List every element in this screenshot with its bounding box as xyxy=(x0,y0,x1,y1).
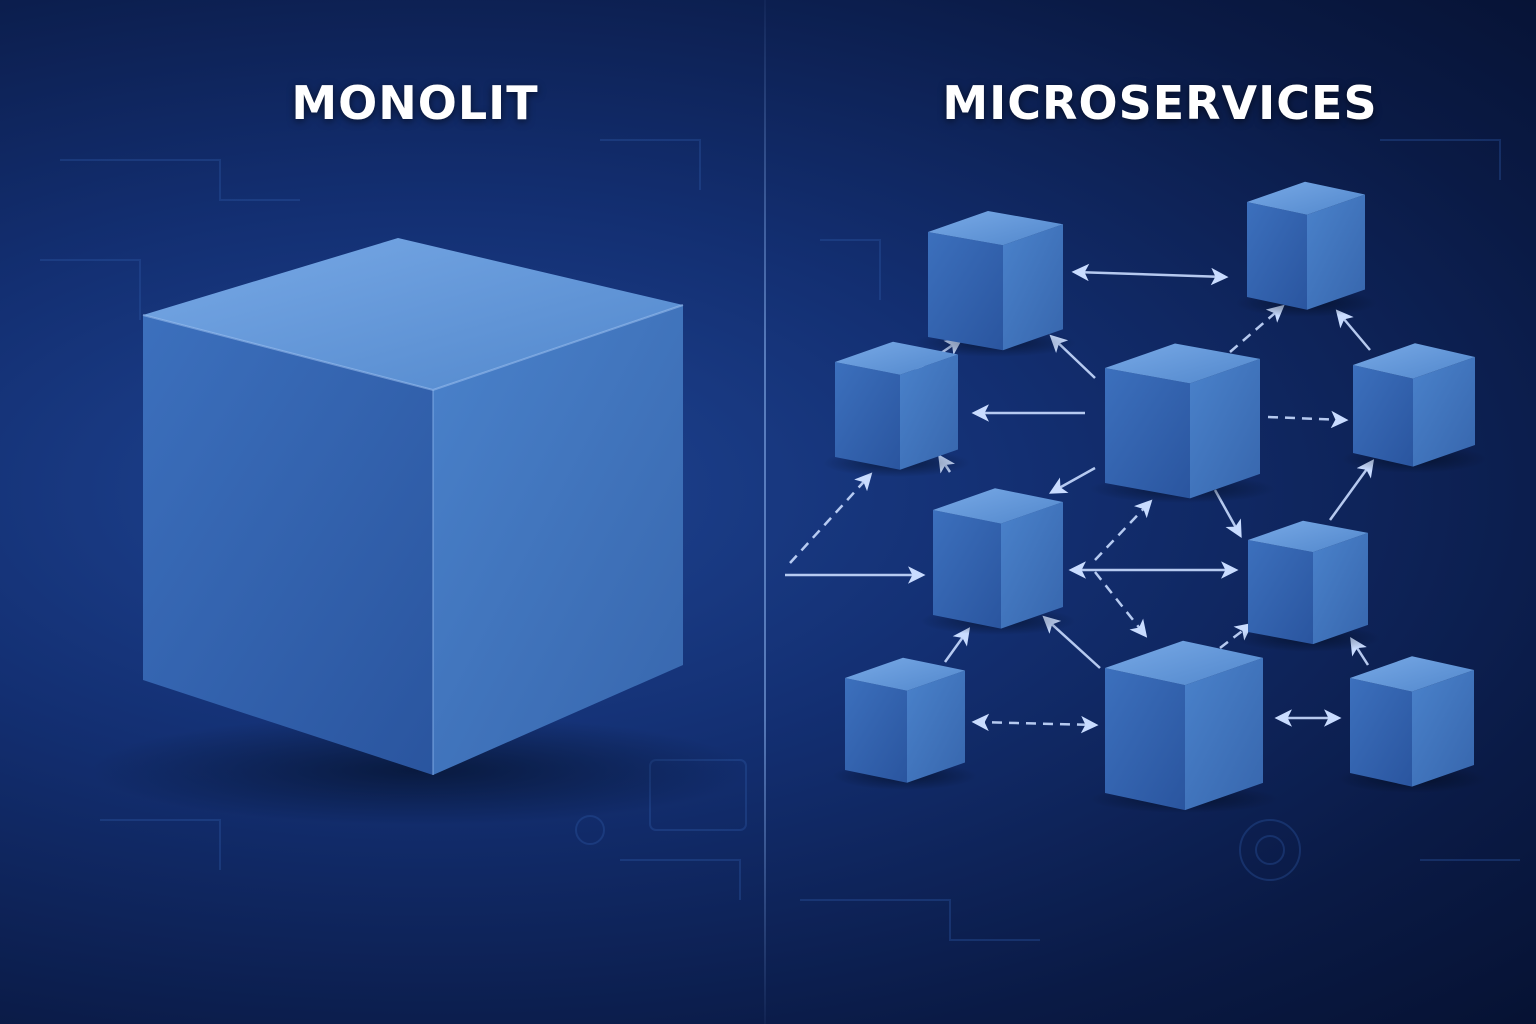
service-cube-front xyxy=(1248,540,1313,645)
service-cube-side xyxy=(900,354,958,470)
service-cube-front xyxy=(1353,365,1413,467)
connection-arrow xyxy=(1219,622,1253,649)
connection-arrow xyxy=(1328,459,1375,521)
service-cube-front xyxy=(928,232,1003,351)
service-cube-front xyxy=(933,510,1001,629)
connection-arrow xyxy=(1048,466,1096,494)
service-cube-top xyxy=(1353,343,1475,379)
service-cube-front xyxy=(835,362,900,470)
service-cube-top xyxy=(845,657,965,691)
connection-arrow xyxy=(1071,263,1229,286)
connection-arrow xyxy=(971,713,1099,734)
service-cube-top xyxy=(1350,656,1474,692)
service-cube xyxy=(1337,656,1487,793)
service-cube-front xyxy=(1105,368,1190,499)
service-cube-side xyxy=(1307,194,1365,310)
monolith-cube-front xyxy=(143,315,433,775)
service-cube-side xyxy=(1412,669,1474,787)
service-cube-front xyxy=(1350,678,1412,787)
connection-arrow xyxy=(1094,499,1153,561)
service-cube-side xyxy=(1003,224,1063,351)
connection-arrow xyxy=(1094,571,1148,638)
service-cube-side xyxy=(907,670,965,783)
service-cube xyxy=(833,657,977,790)
service-cube-top xyxy=(1105,343,1260,384)
service-cube xyxy=(1235,181,1377,317)
monolith-cube-side xyxy=(433,305,683,775)
microservices-title: MICROSERVICES xyxy=(942,76,1378,130)
service-cube-top xyxy=(1248,520,1368,553)
service-cube-top xyxy=(1247,181,1365,215)
service-cube-side xyxy=(1185,657,1263,811)
service-cube-front xyxy=(1247,202,1307,310)
monolith-cube-top xyxy=(143,238,683,390)
service-cube-top xyxy=(835,341,958,375)
connection-arrow xyxy=(789,472,873,564)
service-cube-front xyxy=(845,678,907,783)
service-cube xyxy=(914,211,1077,357)
panel-divider xyxy=(764,0,766,1024)
service-cube-front xyxy=(1105,668,1185,811)
connection-arrow xyxy=(1335,309,1371,351)
service-cubes xyxy=(822,181,1488,813)
service-cube-side xyxy=(1313,532,1368,645)
service-cube-top xyxy=(1105,640,1263,686)
service-cube xyxy=(1089,640,1279,813)
monolith-cube xyxy=(90,238,750,825)
service-cube xyxy=(822,341,971,477)
service-cube-side xyxy=(1413,356,1475,467)
service-cube xyxy=(1340,343,1488,473)
service-cube xyxy=(1236,520,1380,652)
service-cube-top xyxy=(933,488,1063,524)
service-connections xyxy=(785,263,1375,734)
connection-arrow xyxy=(1267,410,1349,429)
service-cube-side xyxy=(1190,358,1260,499)
service-cube xyxy=(920,488,1076,635)
service-cube-top xyxy=(928,211,1063,246)
connection-arrow xyxy=(943,627,971,663)
service-cube xyxy=(1089,343,1276,503)
monolith-title: MONOLIT xyxy=(291,76,539,130)
service-cube-side xyxy=(1001,501,1063,629)
background-decor xyxy=(40,139,1520,941)
